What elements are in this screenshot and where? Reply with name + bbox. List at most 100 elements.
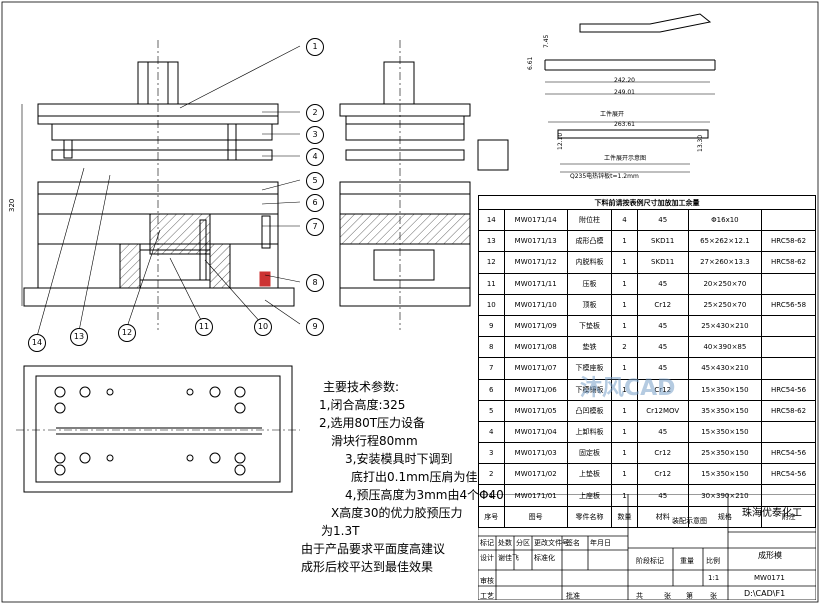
bom-cell: Cr12 xyxy=(636,442,689,465)
bom-cell xyxy=(761,314,816,338)
balloon-8: 8 xyxy=(306,274,324,292)
bom-cell: 40×390×85 xyxy=(687,336,763,359)
note-line: 4,预压高度为3mm由4个Φ40 xyxy=(345,488,504,502)
bom-cell: Cr12 xyxy=(636,293,689,316)
bom-cell: 1 xyxy=(611,230,638,253)
tb-label: 年月日 xyxy=(590,539,611,547)
bom-cell: MW0171/02 xyxy=(503,463,568,486)
bom-cell: HRC58-62 xyxy=(761,230,816,253)
plan-view xyxy=(16,365,300,493)
drawing-name: 装配示意图 xyxy=(672,517,707,525)
bom-cell: MW0171/04 xyxy=(503,420,568,444)
bom-cell: MW0171/03 xyxy=(503,442,568,465)
bom-cell: 上卸料板 xyxy=(566,420,613,444)
bom-cell: SKD11 xyxy=(636,230,689,253)
dim-height-2: 6.61 xyxy=(527,56,534,70)
bom-cell: MW0171/11 xyxy=(503,272,568,295)
bom-cell: Φ16x10 xyxy=(687,208,763,232)
bom-cell: 1 xyxy=(611,293,638,316)
bom-cell: 27×260×13.3 xyxy=(687,251,763,274)
bom-cell xyxy=(761,357,816,380)
side-view xyxy=(339,40,471,330)
bom-cell: 1 xyxy=(611,463,638,486)
bom-cell: 9 xyxy=(478,314,505,338)
part-view xyxy=(477,13,716,173)
bom-cell xyxy=(761,420,816,444)
bom-header-cell: 零件名称 xyxy=(566,505,613,528)
bom-cell: 固定板 xyxy=(566,442,613,465)
bom-cell: 附位柱 xyxy=(566,208,613,232)
bom-cell: Cr12 xyxy=(636,463,689,486)
dim-flat-height-1: 12.10 xyxy=(557,133,564,150)
bom-cell: 45 xyxy=(636,314,689,338)
tb-label: 第 xyxy=(686,592,693,600)
front-view xyxy=(21,40,295,330)
watermark: 沐风CAD xyxy=(580,376,676,401)
bom-cell: 顶板 xyxy=(566,293,613,316)
bom-cell: 7 xyxy=(478,357,505,380)
bom-title: 下料前请按表例尺寸加放加工余量 xyxy=(478,195,816,210)
balloon-7: 7 xyxy=(306,218,324,236)
dim-height-1: 7.45 xyxy=(543,34,550,48)
bom-cell: 20×250×70 xyxy=(687,272,763,295)
flat-subtitle: 工件展开示意图 xyxy=(604,154,646,162)
tb-label: 工艺 xyxy=(480,592,494,600)
balloon-11: 11 xyxy=(195,318,213,336)
note-line: 3,安装模具时下调到 xyxy=(345,452,453,466)
bom-cell: MW0171/13 xyxy=(503,230,568,253)
bom-cell: 内脱料板 xyxy=(566,251,613,274)
notes-title: 主要技术参数: xyxy=(323,380,400,394)
tb-label: 重量 xyxy=(680,557,694,565)
bom-cell: 5 xyxy=(478,399,505,422)
bom-cell: 上垫板 xyxy=(566,463,613,486)
bom-cell: 15×350×150 xyxy=(687,420,763,444)
bom-cell: 45 xyxy=(636,336,689,359)
bom-cell: 压板 xyxy=(566,272,613,295)
tb-label: 签名 xyxy=(566,539,580,547)
bom-cell: 1 xyxy=(611,442,638,465)
bom-cell: 4 xyxy=(478,420,505,444)
bom-cell: MW0171/06 xyxy=(503,378,568,401)
bom-cell: MW0171/05 xyxy=(503,399,568,422)
bom-cell: 14 xyxy=(478,208,505,232)
bom-cell: 12 xyxy=(478,251,505,274)
bom-cell: 成形凸模 xyxy=(566,230,613,253)
file-path: D:\CAD\F1 xyxy=(744,589,786,598)
bom-cell: 4 xyxy=(611,208,638,232)
bom-cell xyxy=(761,272,816,295)
tb-label: 谢佳飞 xyxy=(498,554,519,562)
balloon-1: 1 xyxy=(306,38,324,56)
bom-cell: 3 xyxy=(478,442,505,465)
bom-cell: HRC54-56 xyxy=(761,463,816,486)
bom-cell: MW0171/09 xyxy=(503,314,568,338)
balloon-13: 13 xyxy=(70,328,88,346)
note-line: 底打出0.1mm压肩为佳 xyxy=(351,470,478,484)
bom-cell: 15×350×150 xyxy=(687,378,763,401)
bom-cell: MW0171/12 xyxy=(503,251,568,274)
dim-flat-height-2: 13.30 xyxy=(697,135,704,152)
bom-cell xyxy=(761,336,816,359)
balloon-5: 5 xyxy=(306,172,324,190)
bom-cell: 13 xyxy=(478,230,505,253)
bom-cell: HRC54-56 xyxy=(761,442,816,465)
note-line: 2,选用80T压力设备 xyxy=(319,416,426,430)
bom-cell: 35×350×150 xyxy=(687,399,763,422)
bom-cell: 11 xyxy=(478,272,505,295)
bom-cell: 25×430×210 xyxy=(687,314,763,338)
tb-label: 审核 xyxy=(480,577,494,585)
bom-cell: MW0171/08 xyxy=(503,336,568,359)
tb-label: 标记 xyxy=(480,539,494,547)
bom-cell: MW0171/07 xyxy=(503,357,568,380)
dim-flat-length: 263.61 xyxy=(614,121,635,128)
